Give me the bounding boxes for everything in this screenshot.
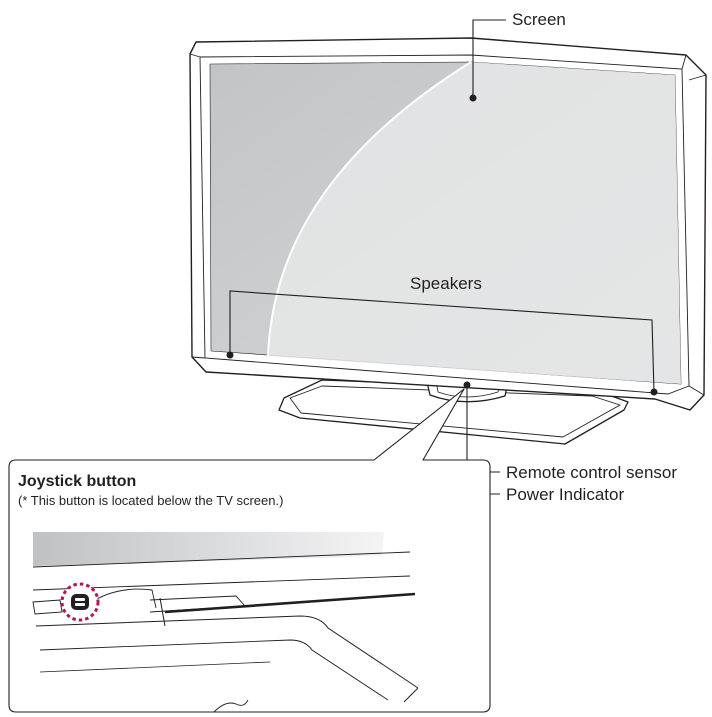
label-screen: Screen — [512, 10, 566, 29]
inset-note: (* This button is located below the TV s… — [18, 493, 283, 508]
inset-closeup-drawing — [32, 532, 419, 713]
joystick-icon — [60, 582, 100, 622]
callout-dots — [226, 94, 658, 396]
joystick-inset: Joystick button (* This button is locate… — [8, 388, 491, 713]
tv-screen — [209, 61, 682, 385]
label-power-indicator: Power Indicator — [506, 485, 624, 504]
inset-title: Joystick button — [18, 473, 136, 490]
speaker-right-dot — [650, 388, 658, 396]
speaker-left-dot — [226, 351, 234, 359]
label-remote-control-sensor: Remote control sensor — [506, 463, 677, 482]
label-speakers: Speakers — [410, 274, 482, 293]
sensor-dot — [463, 381, 471, 389]
screen-dot — [469, 94, 477, 102]
